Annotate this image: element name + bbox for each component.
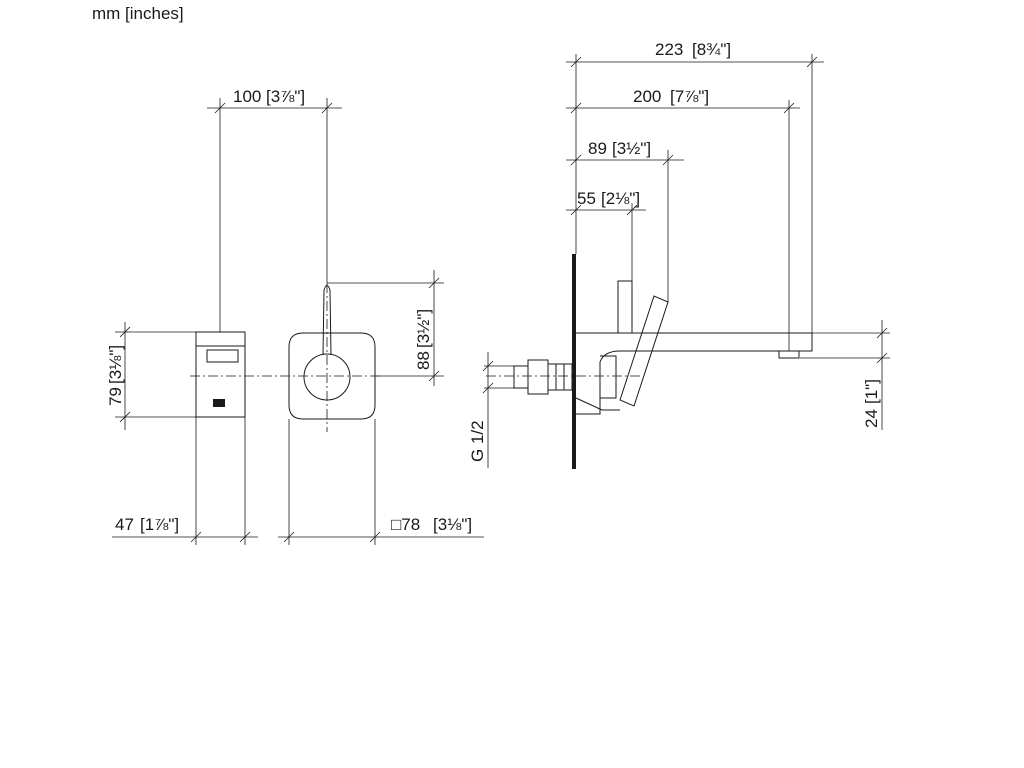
dim-lever-reach-in: [3½"] <box>612 139 651 158</box>
dimension-thread: G 1/2 <box>468 352 514 468</box>
dim-overall-length-mm: 223 <box>655 40 683 59</box>
dim-spout-length-mm: 200 <box>633 87 661 106</box>
dimension-lever-offset: 55 [2⅛"] <box>566 189 646 281</box>
dim-lever-offset-mm: 55 <box>577 189 596 208</box>
dim-front-width-mm: 100 <box>233 87 261 106</box>
dimension-plate-square: □78 [3⅛"] <box>278 419 484 545</box>
dimension-spout-height: 24 [1"] <box>800 320 890 430</box>
dimension-lever-height: 88 [3½"] <box>327 270 444 386</box>
dimension-body-depth: 47 [1⅞"] <box>112 417 258 545</box>
dim-spout-height-mm: 24 <box>862 409 881 428</box>
profile-view <box>486 254 813 469</box>
dim-body-depth-in: [1⅞"] <box>140 515 179 534</box>
dimension-front-width: 100 [3⅞"] <box>207 87 342 332</box>
dim-lever-reach-mm: 89 <box>588 139 607 158</box>
units-label: mm [inches] <box>92 4 184 23</box>
dim-lever-offset-in: [2⅛"] <box>601 189 640 208</box>
front-view <box>262 283 380 432</box>
dimension-body-height: 79 [3⅛"] <box>106 322 196 430</box>
dim-overall-length-in: [8¾"] <box>692 40 731 59</box>
dim-spout-length-in: [7⅞"] <box>670 87 709 106</box>
side-view <box>190 331 262 418</box>
dim-plate-square-mm: □78 <box>391 515 420 534</box>
dim-spout-height-in: [1"] <box>862 379 881 404</box>
dim-plate-square-in: [3⅛"] <box>433 515 472 534</box>
dim-thread: G 1/2 <box>468 420 487 462</box>
dimension-overall-length: 223 [8¾"] <box>566 40 824 333</box>
dim-lever-height-in: [3½"] <box>414 309 433 348</box>
dim-front-width-in: [3⅞"] <box>266 87 305 106</box>
dimension-lever-reach: 89 [3½"] <box>566 139 684 302</box>
dim-body-height-in: [3⅛"] <box>106 345 125 384</box>
dim-body-height-mm: 79 <box>106 387 125 406</box>
dimension-spout-length: 200 [7⅞"] <box>566 87 800 351</box>
dim-lever-height-mm: 88 <box>414 351 433 370</box>
dim-body-depth-mm: 47 <box>115 515 134 534</box>
